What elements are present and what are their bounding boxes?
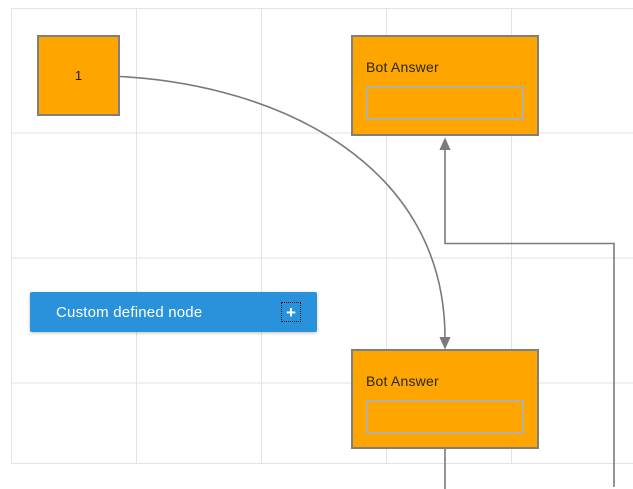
answer-text-box — [366, 400, 524, 434]
node-title: Bot Answer — [366, 59, 439, 75]
custom-node-label: Custom defined node — [56, 303, 203, 321]
node-start[interactable]: 1 — [37, 35, 120, 116]
node-start-label: 1 — [74, 68, 83, 83]
connector-bezier-start-to-bottom[interactable] — [119, 75, 451, 350]
node-custom-defined[interactable]: Custom defined node + — [30, 292, 317, 332]
answer-text-box — [366, 86, 524, 120]
arrow-down-icon — [439, 337, 451, 350]
node-bot-answer-top[interactable]: Bot Answer — [351, 35, 539, 136]
arrow-up-icon — [439, 137, 451, 150]
node-bot-answer-bottom[interactable]: Bot Answer — [351, 349, 539, 449]
connector-elbow-to-top[interactable] — [439, 137, 615, 488]
node-title: Bot Answer — [366, 373, 439, 389]
plus-icon[interactable]: + — [281, 302, 301, 322]
